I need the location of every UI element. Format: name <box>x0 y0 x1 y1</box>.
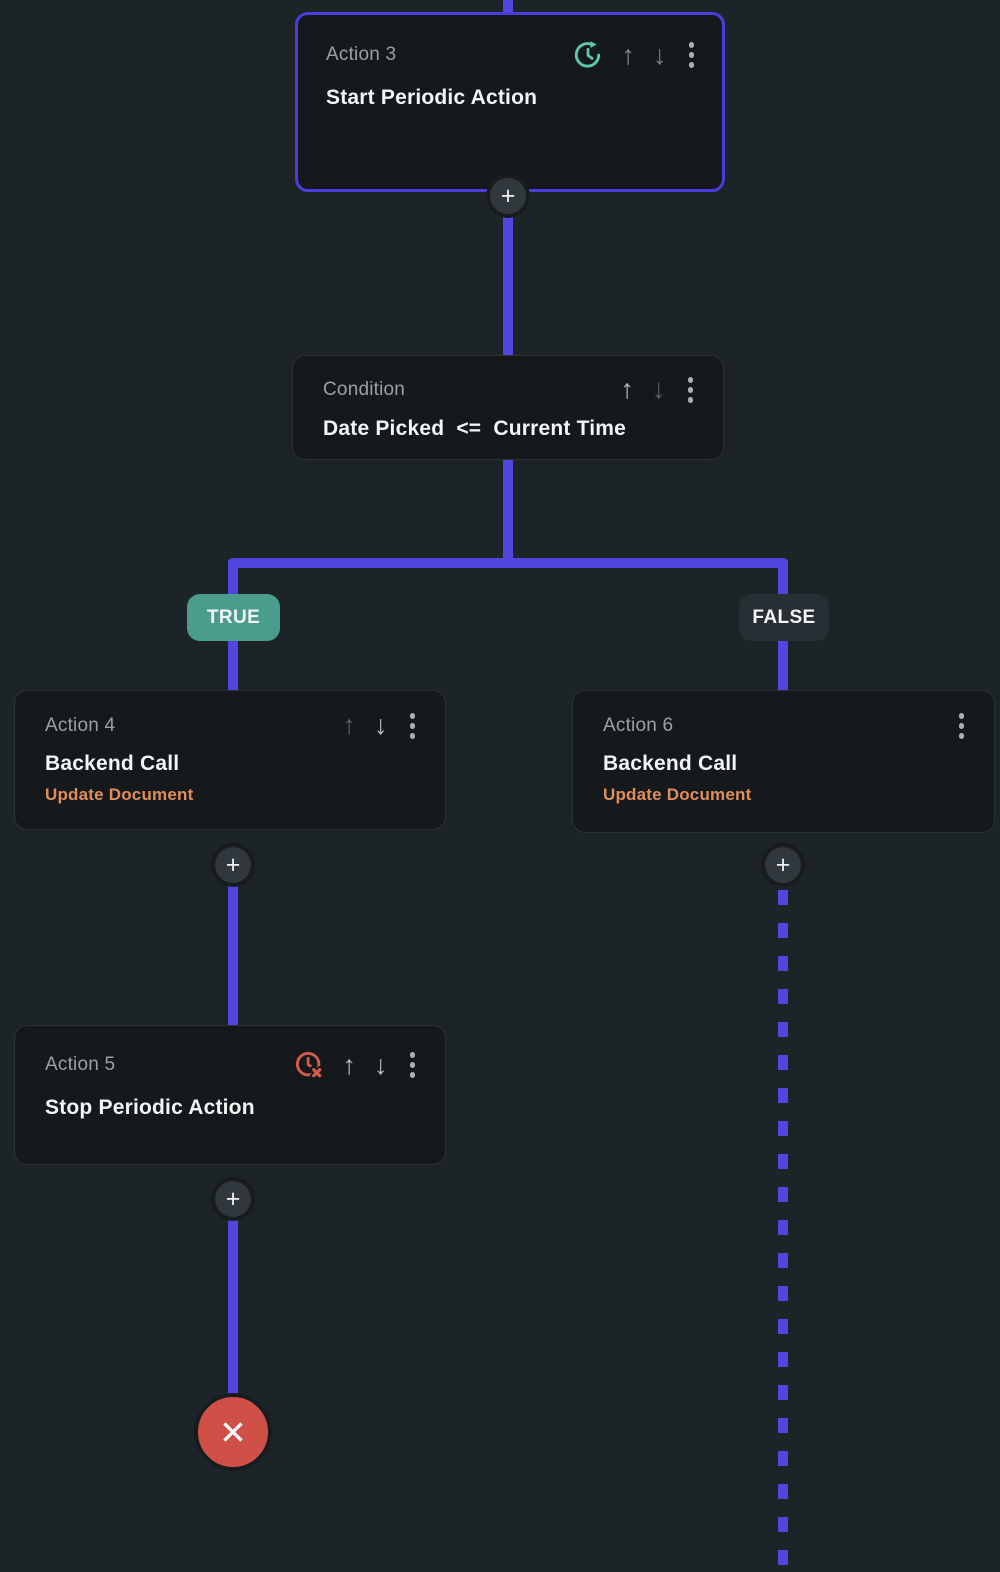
node-title: Backend Call <box>45 751 180 775</box>
node-title: Stop Periodic Action <box>45 1096 255 1119</box>
branch-true-label: TRUE <box>206 606 261 628</box>
connector-action4-action5 <box>228 880 238 1025</box>
menu-icon[interactable] <box>685 40 699 70</box>
branch-false-label: FALSE <box>752 606 816 628</box>
add-action-button-4[interactable]: + <box>211 1177 255 1221</box>
move-up-icon[interactable]: ↑ <box>620 374 635 405</box>
connector-condition-branch <box>503 460 513 566</box>
branch-false-pill: FALSE <box>739 594 829 641</box>
node-header-icons: ↑ ↓ <box>343 711 420 741</box>
node-header: Action 5 ↑ ↓ <box>45 1049 419 1081</box>
connector-false-branch-dashed <box>778 890 788 1572</box>
node-title: Backend Call <box>603 751 738 775</box>
node-header-icons <box>955 711 969 741</box>
menu-icon[interactable] <box>955 711 969 741</box>
node-header: Action 6 <box>603 711 968 741</box>
add-action-button-1[interactable]: + <box>486 174 530 218</box>
node-header: Condition ↑ ↓ <box>323 375 697 405</box>
node-header: Action 3 ↑ ↓ <box>326 39 698 71</box>
menu-icon[interactable] <box>406 711 420 741</box>
node-header-icons: ↑ ↓ <box>293 1049 420 1081</box>
menu-icon[interactable] <box>684 375 698 405</box>
node-label: Condition <box>323 378 406 400</box>
plus-icon: + <box>500 181 516 210</box>
node-label: Action 4 <box>45 714 116 736</box>
branch-true-pill: TRUE <box>187 594 280 641</box>
node-subtitle: Update Document <box>603 784 752 804</box>
move-up-icon[interactable]: ↑ <box>342 710 357 741</box>
node-card-action-3[interactable]: Action 3 ↑ ↓ Start Periodic Action <box>295 12 725 192</box>
connector-action3-condition <box>503 192 513 355</box>
node-card-action-6[interactable]: Action 6 Backend Call Update Document <box>572 690 995 833</box>
add-action-button-2[interactable]: + <box>211 843 255 887</box>
node-card-action-5[interactable]: Action 5 ↑ ↓ Stop Periodic Action <box>14 1025 446 1165</box>
menu-icon[interactable] <box>406 1050 420 1080</box>
add-action-button-3[interactable]: + <box>761 843 805 887</box>
move-down-icon[interactable]: ↓ <box>653 39 667 70</box>
node-subtitle: Update Document <box>45 784 194 804</box>
branch-horizontal-line <box>228 558 788 568</box>
node-title: Date Picked <= Current Time <box>323 416 627 440</box>
end-flow-node: ✕ <box>194 1393 272 1471</box>
connector-action5-end <box>228 1214 238 1397</box>
node-header-icons: ↑ ↓ <box>572 39 699 71</box>
move-down-icon[interactable]: ↓ <box>374 710 388 741</box>
node-label: Action 5 <box>45 1054 116 1075</box>
node-title: Start Periodic Action <box>326 86 538 109</box>
node-label: Action 3 <box>326 44 397 65</box>
node-header: Action 4 ↑ ↓ <box>45 711 419 741</box>
node-label: Action 6 <box>603 714 674 736</box>
periodic-clock-icon <box>572 39 604 71</box>
plus-icon: + <box>775 850 791 879</box>
move-down-icon[interactable]: ↓ <box>652 374 666 405</box>
node-card-action-4[interactable]: Action 4 ↑ ↓ Backend Call Update Documen… <box>14 690 446 830</box>
node-card-condition[interactable]: Condition ↑ ↓ Date Picked <= Current Tim… <box>292 355 724 460</box>
plus-icon: + <box>225 850 241 879</box>
plus-icon: + <box>225 1184 241 1213</box>
node-header-icons: ↑ ↓ <box>621 375 698 405</box>
connector-top-stub <box>503 0 513 14</box>
move-up-icon[interactable]: ↑ <box>621 39 636 70</box>
close-icon: ✕ <box>219 1413 247 1451</box>
move-down-icon[interactable]: ↓ <box>374 1049 388 1080</box>
stop-periodic-clock-icon <box>293 1049 325 1081</box>
move-up-icon[interactable]: ↑ <box>342 1049 357 1080</box>
